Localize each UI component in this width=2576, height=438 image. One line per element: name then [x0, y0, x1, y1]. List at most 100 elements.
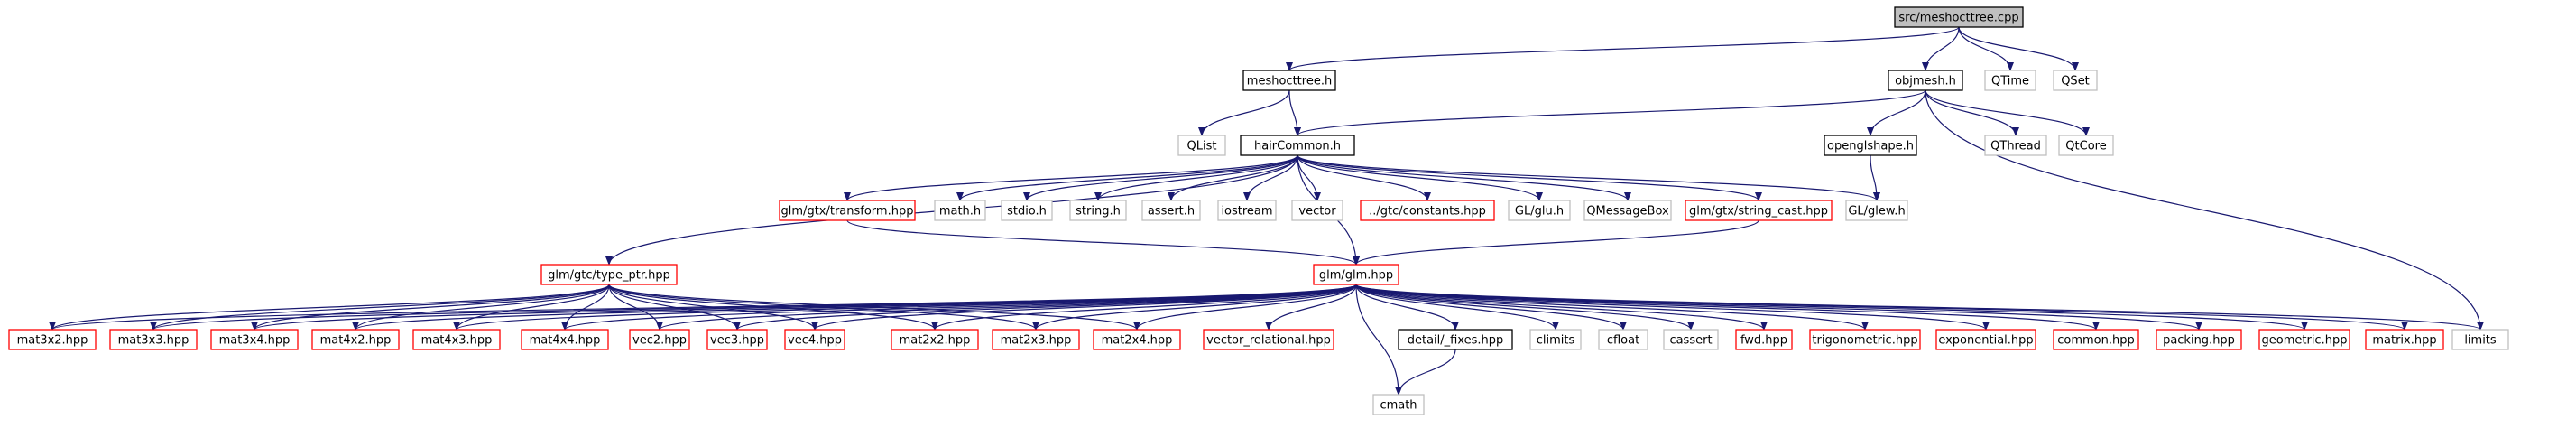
node-vec4[interactable]: vec4.hpp — [784, 329, 845, 350]
edge-typeptr-to-mat3x3 — [150, 284, 610, 331]
node-box — [992, 329, 1080, 350]
node-packing[interactable]: packing.hpp — [2156, 329, 2242, 350]
node-vector[interactable]: vector — [1291, 200, 1343, 221]
node-fixes[interactable]: detail/_fixes.hpp — [1398, 329, 1513, 350]
node-qlist[interactable]: QList — [1177, 135, 1226, 156]
node-label: mat4x3.hpp — [421, 334, 493, 348]
node-box — [2053, 70, 2098, 91]
node-openglshape[interactable]: openglshape.h — [1824, 135, 1917, 156]
node-vecrel[interactable]: vector_relational.hpp — [1203, 329, 1334, 350]
node-glm[interactable]: glm/glm.hpp — [1313, 264, 1399, 285]
node-box — [2053, 329, 2139, 350]
node-qset[interactable]: QSet — [2053, 70, 2098, 91]
node-stringcast[interactable]: glm/gtx/string_cast.hpp — [1685, 200, 1833, 221]
node-string[interactable]: string.h — [1069, 200, 1127, 221]
node-haircommon[interactable]: hairCommon.h — [1240, 135, 1355, 156]
node-expo[interactable]: exponential.hpp — [1935, 329, 2036, 350]
node-vec3[interactable]: vec3.hpp — [706, 329, 768, 350]
node-vec2[interactable]: vec2.hpp — [629, 329, 690, 350]
edge-root-to-objmesh — [1922, 26, 1960, 71]
node-label: cassert — [1669, 334, 1712, 348]
node-qtcore[interactable]: QtCore — [2058, 135, 2114, 156]
node-label: QThread — [1990, 140, 2041, 154]
node-transform[interactable]: glm/gtx/transform.hpp — [779, 200, 916, 221]
node-label: mat3x2.hpp — [17, 334, 88, 348]
node-mat4x4[interactable]: mat4x4.hpp — [521, 329, 609, 350]
node-typeptr[interactable]: glm/gtc/type_ptr.hpp — [540, 264, 678, 285]
node-glu[interactable]: GL/glu.h — [1508, 200, 1571, 221]
node-box — [210, 329, 299, 350]
node-mat2x3[interactable]: mat2x3.hpp — [992, 329, 1080, 350]
node-box — [779, 200, 916, 221]
node-stdio[interactable]: stdio.h — [1001, 200, 1053, 221]
node-mat4x3[interactable]: mat4x3.hpp — [412, 329, 501, 350]
node-trig[interactable]: trigonometric.hpp — [1809, 329, 1921, 350]
node-climits[interactable]: climits — [1529, 329, 1582, 350]
node-label: mat2x2.hpp — [900, 334, 971, 348]
node-matrix[interactable]: matrix.hpp — [2365, 329, 2444, 350]
node-label: mat4x4.hpp — [530, 334, 601, 348]
node-box — [521, 329, 609, 350]
edge-glm-to-fwd — [1355, 284, 1768, 331]
node-root[interactable]: src/meshocttree.cpp — [1894, 6, 2024, 28]
node-box — [1508, 200, 1571, 221]
node-label: hairCommon.h — [1254, 140, 1341, 154]
node-box — [1984, 70, 2036, 91]
node-qmessagebox[interactable]: QMessageBox — [1583, 200, 1672, 221]
node-qtime[interactable]: QTime — [1984, 70, 2036, 91]
node-qthread[interactable]: QThread — [1984, 135, 2047, 156]
node-mat3x3[interactable]: mat3x3.hpp — [109, 329, 198, 350]
edge-haircommon-to-glu — [1297, 154, 1543, 201]
node-label: glm/gtx/transform.hpp — [781, 205, 914, 219]
node-mat3x4[interactable]: mat3x4.hpp — [210, 329, 299, 350]
edge-haircommon-to-glew — [1297, 154, 1880, 201]
node-objmesh[interactable]: objmesh.h — [1888, 70, 1963, 91]
edge-glm-to-expo — [1355, 284, 1990, 331]
edge-meshocttree-to-qlist — [1198, 89, 1290, 136]
node-box — [1398, 329, 1513, 350]
node-cmath[interactable]: cmath — [1372, 394, 1425, 415]
node-box — [1685, 200, 1833, 221]
node-mat4x2[interactable]: mat4x2.hpp — [311, 329, 400, 350]
node-mat2x2[interactable]: mat2x2.hpp — [891, 329, 979, 350]
edge-objmesh-to-openglshape — [1867, 89, 1926, 136]
node-label: cmath — [1380, 399, 1417, 413]
edge-glm-to-mat2x3 — [1032, 284, 1357, 331]
edge-glm-to-climits — [1355, 284, 1559, 331]
node-box — [1217, 200, 1277, 221]
edge-typeptr-to-mat4x2 — [352, 284, 610, 331]
node-math[interactable]: math.h — [934, 200, 986, 221]
edge-glm-to-limits — [1355, 284, 2484, 331]
node-box — [2058, 135, 2114, 156]
node-box — [1809, 329, 1921, 350]
node-meshocttree[interactable]: meshocttree.h — [1242, 70, 1336, 91]
node-box — [2451, 329, 2509, 350]
node-label: src/meshocttree.cpp — [1898, 12, 2018, 25]
node-geometric[interactable]: geometric.hpp — [2258, 329, 2350, 350]
node-label: string.h — [1076, 205, 1121, 219]
node-glew[interactable]: GL/glew.h — [1845, 200, 1908, 221]
node-box — [1242, 70, 1336, 91]
node-box — [1935, 329, 2036, 350]
edge-haircommon-to-qmessagebox — [1297, 154, 1631, 201]
node-constants[interactable]: ../gtc/constants.hpp — [1360, 200, 1495, 221]
node-label: iostream — [1221, 205, 1272, 219]
node-cassert[interactable]: cassert — [1663, 329, 1719, 350]
node-mat3x2[interactable]: mat3x2.hpp — [8, 329, 97, 350]
node-box — [311, 329, 400, 350]
node-iostream[interactable]: iostream — [1217, 200, 1277, 221]
node-label: exponential.hpp — [1938, 334, 2033, 348]
node-assert[interactable]: assert.h — [1141, 200, 1201, 221]
node-limits[interactable]: limits — [2451, 329, 2509, 350]
node-box — [540, 264, 678, 285]
node-fwd[interactable]: fwd.hpp — [1735, 329, 1793, 350]
node-common[interactable]: common.hpp — [2053, 329, 2139, 350]
node-cfloat[interactable]: cfloat — [1598, 329, 1648, 350]
node-box — [706, 329, 768, 350]
node-mat2x4[interactable]: mat2x4.hpp — [1093, 329, 1181, 350]
edge-objmesh-to-qthread — [1925, 89, 2019, 136]
edge-glm-to-cfloat — [1355, 284, 1627, 331]
node-box — [2365, 329, 2444, 350]
node-box — [1203, 329, 1334, 350]
